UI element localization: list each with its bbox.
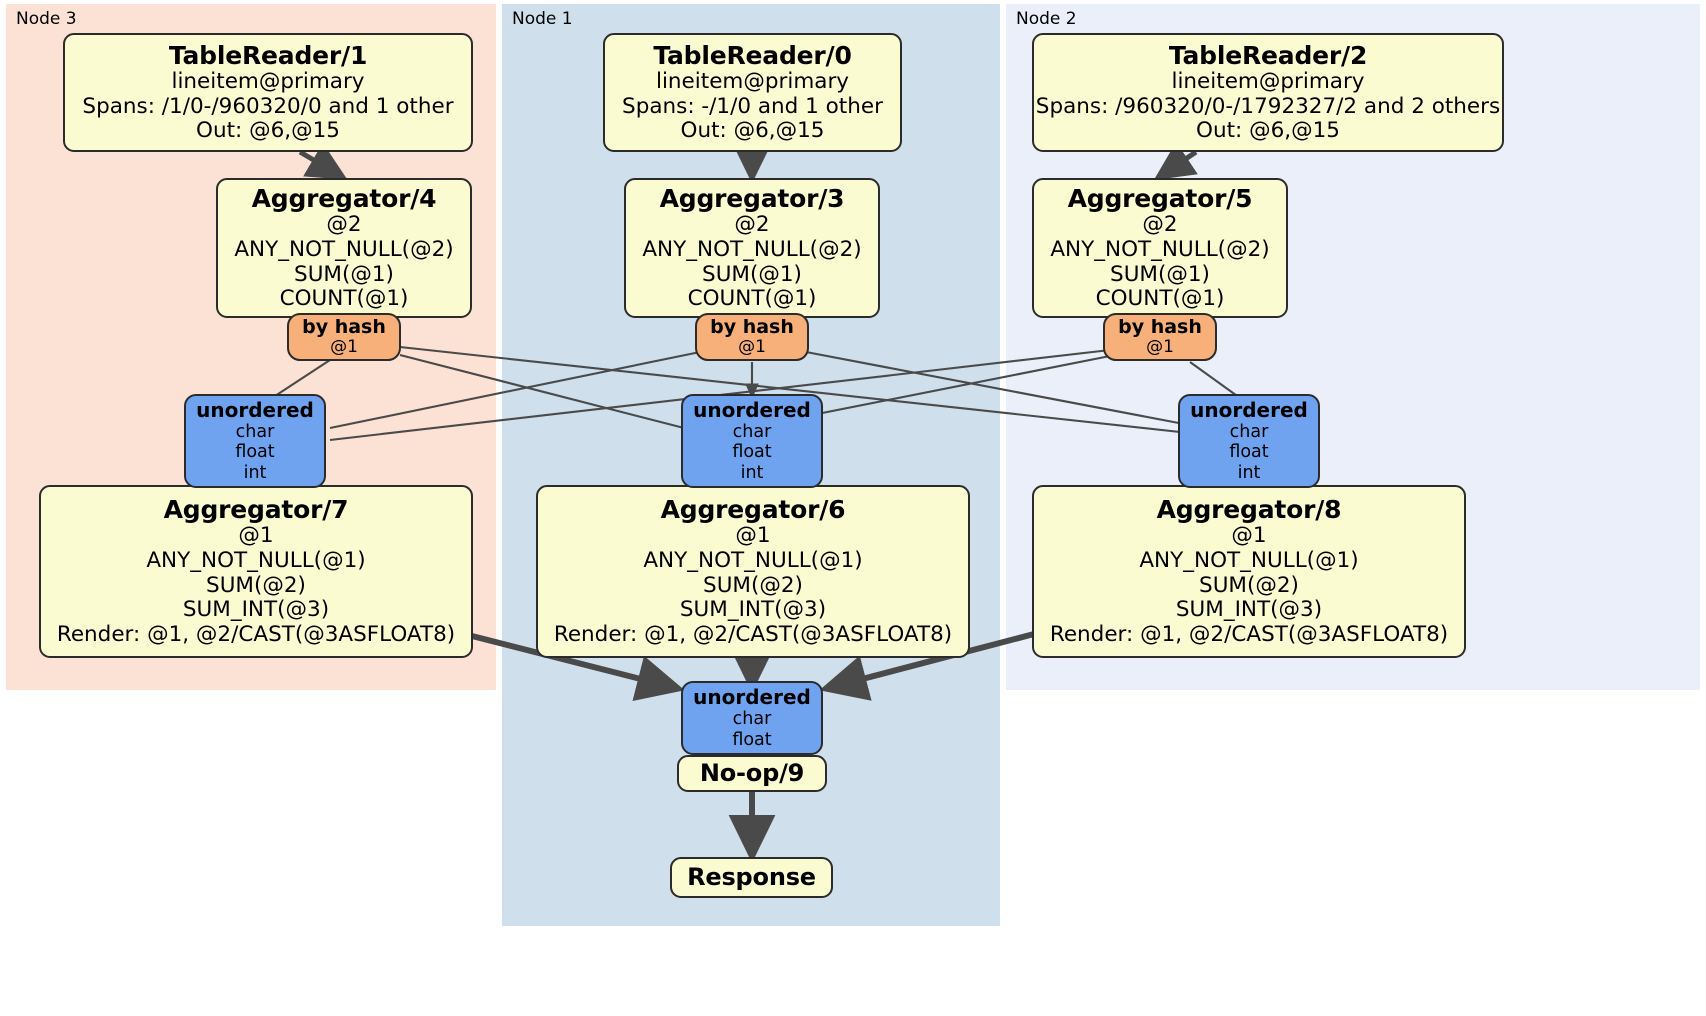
node-aggregator-7[interactable]: Aggregator/7 @1 ANY_NOT_NULL(@1) SUM(@2)… [39, 485, 473, 658]
node-aggregator-8[interactable]: Aggregator/8 @1 ANY_NOT_NULL(@1) SUM(@2)… [1032, 485, 1466, 658]
node-line: SUM_INT(@3) [182, 597, 330, 623]
node-line: @2 [326, 211, 362, 237]
router-line: @1 [1146, 337, 1174, 358]
node-line: Out: @6,@15 [680, 118, 825, 144]
node-title: No-op/9 [699, 758, 805, 787]
node-line: SUM(@1) [294, 261, 394, 287]
router-by-hash-mid[interactable]: by hash @1 [695, 313, 809, 361]
sync-line: char [732, 709, 772, 730]
node-tablereader-2[interactable]: TableReader/2 lineitem@primary Spans: /9… [1032, 33, 1504, 152]
node-line: @2 [1142, 211, 1178, 237]
node-line: @2 [734, 211, 770, 237]
sync-line: int [740, 462, 764, 483]
node-title: Aggregator/6 [660, 494, 846, 524]
router-line: @1 [330, 337, 358, 358]
node-line: ANY_NOT_NULL(@1) [643, 547, 863, 573]
node-line: SUM_INT(@3) [679, 597, 827, 623]
node-title: TableReader/2 [1168, 40, 1368, 70]
sync-title: unordered [196, 397, 314, 422]
synchronizer-unordered-final[interactable]: unordered char float [681, 681, 823, 755]
panel-node-3-label: Node 3 [16, 9, 77, 29]
node-tablereader-0[interactable]: TableReader/0 lineitem@primary Spans: -/… [603, 33, 902, 152]
node-line: Render: @1, @2/CAST(@3ASFLOAT8) [1049, 622, 1449, 648]
node-line: SUM(@2) [206, 572, 306, 598]
node-line: Spans: /960320/0-/1792327/2 and 2 others [1035, 93, 1501, 119]
synchronizer-unordered-mid[interactable]: unordered char float int [681, 394, 823, 488]
node-line: ANY_NOT_NULL(@1) [146, 547, 366, 573]
node-line: lineitem@primary [655, 68, 850, 94]
node-line: COUNT(@1) [1095, 286, 1225, 312]
node-line: @1 [238, 522, 274, 548]
node-no-op-9[interactable]: No-op/9 [677, 755, 827, 792]
node-line: SUM_INT(@3) [1175, 597, 1323, 623]
node-aggregator-3[interactable]: Aggregator/3 @2 ANY_NOT_NULL(@2) SUM(@1)… [624, 178, 880, 318]
node-aggregator-4[interactable]: Aggregator/4 @2 ANY_NOT_NULL(@2) SUM(@1)… [216, 178, 472, 318]
node-title: Aggregator/4 [251, 183, 437, 213]
node-title: TableReader/1 [168, 40, 368, 70]
node-line: ANY_NOT_NULL(@2) [1050, 236, 1270, 262]
node-line: COUNT(@1) [687, 286, 817, 312]
node-line: Render: @1, @2/CAST(@3ASFLOAT8) [56, 622, 456, 648]
node-line: Spans: -/1/0 and 1 other [622, 93, 883, 119]
sync-line: char [235, 422, 275, 443]
sync-title: unordered [1190, 397, 1308, 422]
node-line: Out: @6,@15 [1196, 118, 1340, 144]
sync-line: int [1237, 462, 1261, 483]
node-line: Out: @6,@15 [196, 118, 340, 144]
node-title: Aggregator/5 [1067, 183, 1253, 213]
node-line: lineitem@primary [171, 68, 365, 94]
router-title: by hash [710, 316, 794, 339]
node-line: SUM(@2) [703, 572, 803, 598]
sync-line: float [732, 729, 772, 750]
node-title: TableReader/0 [653, 40, 852, 70]
sync-line: float [235, 442, 275, 463]
node-line: SUM(@1) [702, 261, 802, 287]
node-aggregator-5[interactable]: Aggregator/5 @2 ANY_NOT_NULL(@2) SUM(@1)… [1032, 178, 1288, 318]
node-line: @1 [735, 522, 771, 548]
router-by-hash-right[interactable]: by hash @1 [1103, 313, 1217, 361]
node-aggregator-6[interactable]: Aggregator/6 @1 ANY_NOT_NULL(@1) SUM(@2)… [536, 485, 970, 658]
sync-title: unordered [693, 397, 811, 422]
node-line: SUM(@2) [1199, 572, 1299, 598]
panel-node-2-label: Node 2 [1016, 9, 1077, 29]
router-title: by hash [1118, 316, 1202, 339]
synchronizer-unordered-right[interactable]: unordered char float int [1178, 394, 1320, 488]
node-title: Aggregator/7 [163, 494, 349, 524]
node-tablereader-1[interactable]: TableReader/1 lineitem@primary Spans: /1… [63, 33, 473, 152]
node-line: SUM(@1) [1110, 261, 1210, 287]
sync-line: float [732, 442, 772, 463]
node-title: Response [687, 862, 816, 891]
node-line: ANY_NOT_NULL(@2) [234, 236, 454, 262]
sync-line: float [1229, 442, 1269, 463]
router-line: @1 [738, 337, 766, 358]
sync-line: char [732, 422, 772, 443]
sync-title: unordered [693, 685, 811, 710]
synchronizer-unordered-left[interactable]: unordered char float int [184, 394, 326, 488]
node-line: COUNT(@1) [279, 286, 409, 312]
panel-node-1-label: Node 1 [512, 9, 573, 29]
node-title: Aggregator/8 [1156, 494, 1342, 524]
node-line: Render: @1, @2/CAST(@3ASFLOAT8) [553, 622, 953, 648]
node-line: ANY_NOT_NULL(@2) [642, 236, 862, 262]
sync-line: int [243, 462, 267, 483]
sync-line: char [1229, 422, 1269, 443]
router-by-hash-left[interactable]: by hash @1 [287, 313, 401, 361]
node-line: Spans: /1/0-/960320/0 and 1 other [82, 93, 454, 119]
node-line: @1 [1231, 522, 1267, 548]
node-line: lineitem@primary [1171, 68, 1365, 94]
node-line: ANY_NOT_NULL(@1) [1139, 547, 1359, 573]
node-title: Aggregator/3 [659, 183, 845, 213]
node-response[interactable]: Response [670, 857, 833, 898]
router-title: by hash [302, 316, 386, 339]
